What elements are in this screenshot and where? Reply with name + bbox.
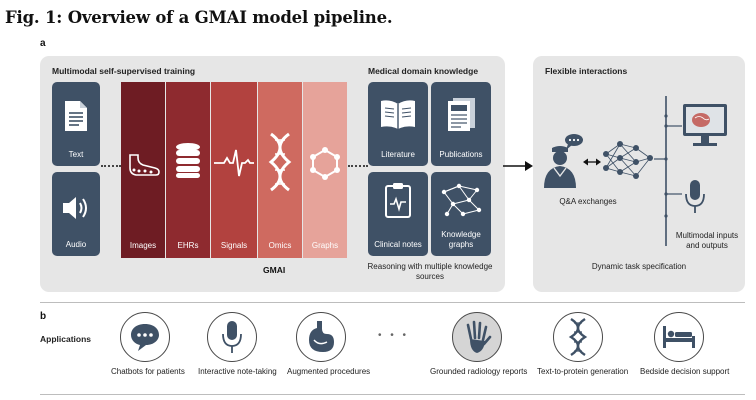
app-chatbots-label: Chatbots for patients: [111, 367, 185, 376]
speaker-icon: [63, 197, 87, 219]
signals-label: Signals: [220, 241, 248, 250]
ehrs-label: EHRs: [177, 241, 199, 250]
app-bedside-support: [654, 312, 704, 362]
text-label: Text: [68, 150, 84, 159]
text-tile: Text: [52, 82, 100, 166]
app-note-taking-label: Interactive note-taking: [198, 367, 277, 376]
audio-label: Audio: [65, 240, 87, 249]
clinical-notes-tile: Clinical notes: [368, 172, 428, 256]
dynamic-label: Dynamic task specification: [591, 262, 687, 271]
gmai-label: GMAI: [263, 265, 286, 275]
dna-icon: [268, 132, 292, 192]
knowledge-title: Medical domain knowledge: [368, 66, 479, 76]
interactions-title: Flexible interactions: [545, 66, 628, 76]
newspaper-icon: [448, 98, 475, 131]
foot-xray-icon: [129, 154, 160, 176]
molecule-icon: [310, 147, 340, 180]
training-title: Multimodal self-supervised training: [52, 66, 196, 76]
connector-dots-right: [348, 165, 368, 167]
app-chatbots: [120, 312, 170, 362]
hand-xray-icon: [466, 320, 492, 353]
clipboard-icon: [385, 183, 411, 218]
literature-label: Literature: [381, 150, 415, 159]
database-icon: [176, 143, 200, 178]
app-note-taking: [207, 312, 257, 362]
app-augmented-procedures: [296, 312, 346, 362]
audio-tile: Audio: [52, 172, 100, 256]
microphone-icon: [222, 321, 242, 353]
knowledge-caption: Reasoning with multiple knowledge source…: [367, 262, 493, 281]
app-augmented-procedures-label: Augmented procedures: [287, 367, 371, 376]
network-icon: [441, 183, 482, 217]
waveform-icon: [214, 149, 254, 177]
app-radiology-reports: [452, 312, 502, 362]
panel-a-letter: a: [40, 38, 46, 49]
io-label: Multimodal inputs and outputs: [675, 231, 739, 250]
omics-label: Omics: [268, 241, 292, 250]
document-icon: [65, 101, 87, 131]
publications-label: Publications: [439, 150, 483, 159]
clinical-notes-label: Clinical notes: [374, 240, 422, 249]
panel-b-bottom-rule: [40, 394, 745, 395]
speech-bubble: [565, 134, 583, 150]
exchange-arrow-icon: [583, 158, 601, 166]
band-ehrs: EHRs: [166, 82, 210, 258]
app-text-to-protein: [553, 312, 603, 362]
hospital-bed-icon: [663, 326, 695, 348]
open-book-icon: [381, 100, 415, 129]
band-signals: Signals: [211, 82, 257, 258]
knowledge-graphs-label: Knowledge graphs: [441, 230, 481, 249]
graphs-label: Graphs: [311, 241, 339, 250]
panel-b-top-rule: [40, 302, 745, 303]
neural-network-icon: [603, 141, 653, 179]
io-hub-lines: [654, 96, 682, 246]
app-radiology-reports-label: Grounded radiology reports: [430, 367, 528, 376]
band-omics: Omics: [258, 82, 302, 258]
chat-bubble-icon: [131, 324, 159, 351]
dna-icon: [568, 318, 588, 356]
microphone-icon: [685, 180, 705, 213]
app-text-to-protein-label: Text-to-protein generation: [537, 367, 629, 376]
band-images: Images: [121, 82, 165, 258]
applications-ellipsis: • • •: [378, 330, 410, 341]
applications-heading: Applications: [40, 334, 92, 344]
stomach-icon: [309, 321, 334, 352]
pipeline-arrow: [503, 161, 533, 171]
knowledge-graphs-tile: Knowledge graphs: [431, 172, 491, 256]
connector-dots-left: [101, 165, 121, 167]
monitor-brain-icon: [683, 104, 727, 146]
band-graphs: Graphs: [303, 82, 347, 258]
doctor-icon: [544, 134, 583, 188]
panel-b-letter: b: [40, 311, 47, 322]
qa-label: Q&A exchanges: [559, 197, 617, 206]
app-bedside-support-label: Bedside decision support: [640, 367, 730, 376]
literature-tile: Literature: [368, 82, 428, 166]
images-label: Images: [129, 241, 157, 250]
figure-title: Fig. 1: Overview of a GMAI model pipelin…: [5, 8, 393, 27]
publications-tile: Publications: [431, 82, 491, 166]
